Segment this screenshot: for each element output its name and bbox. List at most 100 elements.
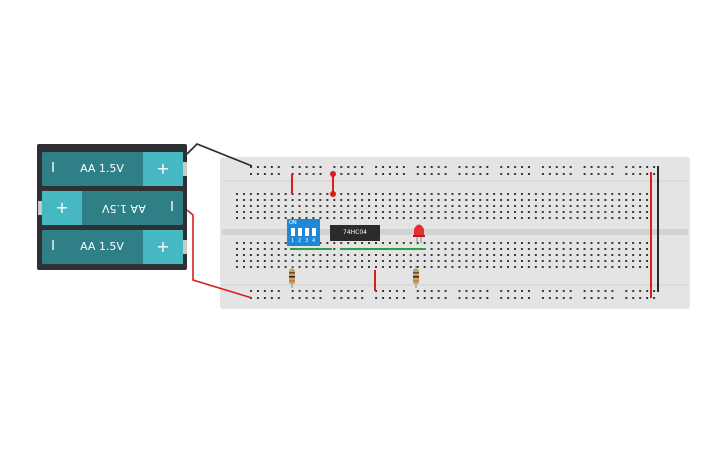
breadboard-hole[interactable] xyxy=(402,199,405,201)
breadboard-hole[interactable] xyxy=(444,248,447,250)
breadboard-hole[interactable] xyxy=(500,205,503,207)
breadboard-hole[interactable] xyxy=(444,199,447,201)
breadboard-hole[interactable] xyxy=(583,290,586,292)
breadboard-hole[interactable] xyxy=(646,205,649,207)
breadboard-hole[interactable] xyxy=(555,193,558,195)
breadboard-hole[interactable] xyxy=(555,173,558,175)
breadboard-hole[interactable] xyxy=(646,254,649,256)
breadboard-hole[interactable] xyxy=(354,166,357,168)
breadboard-hole[interactable] xyxy=(430,217,433,219)
breadboard-hole[interactable] xyxy=(347,193,350,195)
breadboard-hole[interactable] xyxy=(291,254,294,256)
breadboard-hole[interactable] xyxy=(465,248,468,250)
breadboard-hole[interactable] xyxy=(597,173,600,175)
breadboard-hole[interactable] xyxy=(521,290,524,292)
breadboard-hole[interactable] xyxy=(256,205,259,207)
breadboard-hole[interactable] xyxy=(277,242,280,244)
breadboard-hole[interactable] xyxy=(576,211,579,213)
ic-chip[interactable]: 74HC04 xyxy=(330,225,380,241)
breadboard-hole[interactable] xyxy=(639,290,642,292)
breadboard-hole[interactable] xyxy=(305,211,308,213)
breadboard-hole[interactable] xyxy=(249,254,252,256)
breadboard-hole[interactable] xyxy=(514,199,516,201)
breadboard-hole[interactable] xyxy=(646,199,649,201)
breadboard-hole[interactable] xyxy=(541,260,544,262)
breadboard-hole[interactable] xyxy=(395,205,398,207)
breadboard-hole[interactable] xyxy=(500,242,503,244)
breadboard-hole[interactable] xyxy=(402,260,405,262)
breadboard-hole[interactable] xyxy=(305,290,308,292)
breadboard-hole[interactable] xyxy=(611,211,614,213)
breadboard-hole[interactable] xyxy=(333,166,336,168)
breadboard-hole[interactable] xyxy=(277,166,280,168)
breadboard-hole[interactable] xyxy=(277,290,280,292)
breadboard-hole[interactable] xyxy=(625,260,628,262)
breadboard-hole[interactable] xyxy=(347,297,350,299)
breadboard-hole[interactable] xyxy=(256,173,259,175)
breadboard-hole[interactable] xyxy=(611,297,614,299)
breadboard-hole[interactable] xyxy=(486,290,489,292)
breadboard-hole[interactable] xyxy=(242,266,245,268)
breadboard-hole[interactable] xyxy=(611,166,614,168)
breadboard-hole[interactable] xyxy=(486,173,489,175)
breadboard-hole[interactable] xyxy=(604,211,607,213)
breadboard-hole[interactable] xyxy=(646,266,649,268)
breadboard-hole[interactable] xyxy=(611,254,614,256)
breadboard-hole[interactable] xyxy=(555,254,558,256)
breadboard-hole[interactable] xyxy=(646,166,649,168)
breadboard-hole[interactable] xyxy=(354,199,357,201)
breadboard-hole[interactable] xyxy=(389,166,391,168)
breadboard-hole[interactable] xyxy=(395,211,398,213)
breadboard-hole[interactable] xyxy=(555,211,558,213)
breadboard-hole[interactable] xyxy=(486,217,489,219)
breadboard-hole[interactable] xyxy=(250,173,252,175)
breadboard-hole[interactable] xyxy=(249,211,252,213)
breadboard-hole[interactable] xyxy=(583,211,586,213)
breadboard-hole[interactable] xyxy=(514,205,516,207)
breadboard-hole[interactable] xyxy=(507,260,510,262)
breadboard-hole[interactable] xyxy=(395,266,398,268)
breadboard-hole[interactable] xyxy=(451,199,454,201)
breadboard-hole[interactable] xyxy=(583,199,586,201)
breadboard-hole[interactable] xyxy=(430,173,433,175)
breadboard-hole[interactable] xyxy=(347,242,350,244)
breadboard-hole[interactable] xyxy=(242,242,245,244)
wire-red-jumper-2-end-bottom[interactable] xyxy=(330,191,336,197)
breadboard-hole[interactable] xyxy=(409,260,412,262)
breadboard-hole[interactable] xyxy=(242,211,245,213)
breadboard-hole[interactable] xyxy=(493,193,496,195)
breadboard-hole[interactable] xyxy=(562,173,565,175)
breadboard-hole[interactable] xyxy=(284,254,287,256)
breadboard-hole[interactable] xyxy=(388,199,391,201)
breadboard-hole[interactable] xyxy=(528,173,530,175)
breadboard-hole[interactable] xyxy=(597,254,600,256)
breadboard-hole[interactable] xyxy=(368,242,371,244)
breadboard-hole[interactable] xyxy=(625,166,628,168)
breadboard-hole[interactable] xyxy=(646,193,649,195)
breadboard-hole[interactable] xyxy=(270,297,273,299)
breadboard-hole[interactable] xyxy=(625,254,628,256)
breadboard-hole[interactable] xyxy=(639,260,642,262)
breadboard-hole[interactable] xyxy=(256,217,259,219)
breadboard-hole[interactable] xyxy=(347,211,350,213)
breadboard-hole[interactable] xyxy=(347,290,350,292)
breadboard-hole[interactable] xyxy=(514,248,516,250)
breadboard-hole[interactable] xyxy=(388,260,391,262)
breadboard-hole[interactable] xyxy=(388,254,391,256)
breadboard-hole[interactable] xyxy=(361,211,364,213)
breadboard-hole[interactable] xyxy=(381,260,384,262)
breadboard-hole[interactable] xyxy=(305,205,308,207)
breadboard-hole[interactable] xyxy=(312,193,315,195)
breadboard-hole[interactable] xyxy=(590,260,593,262)
breadboard-hole[interactable] xyxy=(423,260,426,262)
breadboard-hole[interactable] xyxy=(291,205,294,207)
breadboard-hole[interactable] xyxy=(639,173,642,175)
breadboard-hole[interactable] xyxy=(333,297,336,299)
breadboard-hole[interactable] xyxy=(604,173,607,175)
breadboard-hole[interactable] xyxy=(653,297,656,299)
breadboard-hole[interactable] xyxy=(562,297,565,299)
dip-switch[interactable]: ON 1 2 3 4 xyxy=(287,219,320,246)
breadboard-hole[interactable] xyxy=(444,211,447,213)
breadboard-hole[interactable] xyxy=(604,199,607,201)
breadboard-hole[interactable] xyxy=(576,242,579,244)
